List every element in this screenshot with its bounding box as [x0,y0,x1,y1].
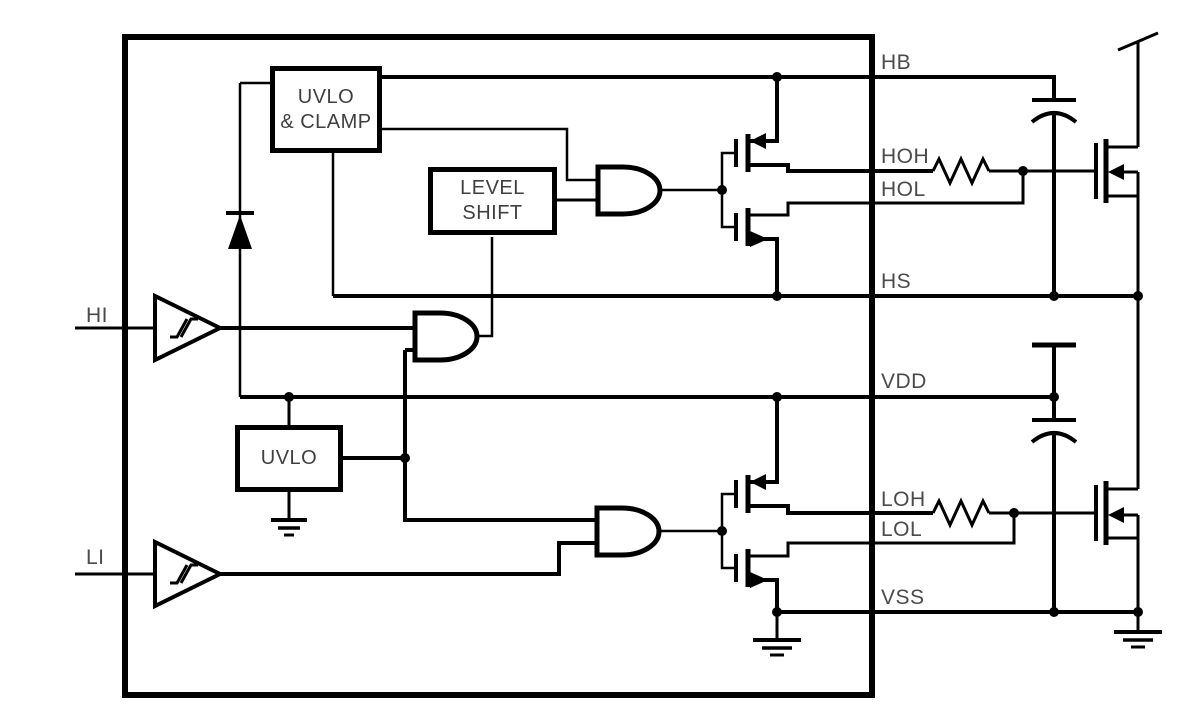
uvlo-ground-icon [271,518,307,537]
external-ground-icon [1114,612,1162,649]
uvlo-label: UVLO [260,447,318,469]
pin-label-hs: HS [881,270,912,293]
highside-nmos-icon [734,171,1025,296]
hb-net [382,75,1056,98]
external-lowside-fet-icon [1094,296,1162,649]
junction-dots [284,72,1143,617]
highside-totem-pole [720,77,1025,296]
ic-boundary [122,34,875,698]
pin-label-hoh: HOH [881,145,930,168]
lowside-nmos-icon [734,513,1016,612]
pin-label-loh: LOH [881,488,926,511]
hi-and-gate-icon [405,237,494,363]
pin-label-vss: VSS [881,586,925,609]
input-label-hi: HI [86,304,108,327]
hoh-resistor-icon [931,155,1096,187]
bootstrap-capacitor-icon [1030,98,1078,296]
pin-label-vdd: VDD [881,370,927,393]
vdd-capacitor-icon [1030,397,1078,612]
level-shift-label-line2: SHIFT [462,202,523,224]
input-label-li: LI [86,546,105,569]
vdd-net [240,342,1076,399]
pin-label-lol: LOL [881,518,923,541]
uvlo-clamp-block: UVLO & CLAMP [270,66,382,153]
pin-label-hol: HOL [881,178,926,201]
lowside-and-gate-icon [594,505,722,558]
lowside-totem-pole [720,397,1016,657]
uvlo-block: UVLO [235,425,343,492]
lowside-pmos-icon [734,397,933,515]
bootstrap-diode-icon [226,211,254,249]
pin-label-hb: HB [881,51,912,74]
supply-slash-icon [1117,31,1159,52]
hi-schmitt-buffer-icon [75,292,415,364]
level-shift-label-line1: LEVEL [460,177,525,199]
uvlo-clamp-label-line1: UVLO [297,85,355,108]
highside-and-gate-icon [595,164,722,217]
level-shift-block: LEVEL SHIFT [428,167,557,235]
highside-pmos-icon [734,77,933,173]
uvlo-clamp-label-line2: & CLAMP [280,110,372,133]
li-schmitt-buffer-icon [75,538,597,610]
vss-ground-icon [753,612,801,657]
external-highside-fet-icon [1094,31,1159,296]
